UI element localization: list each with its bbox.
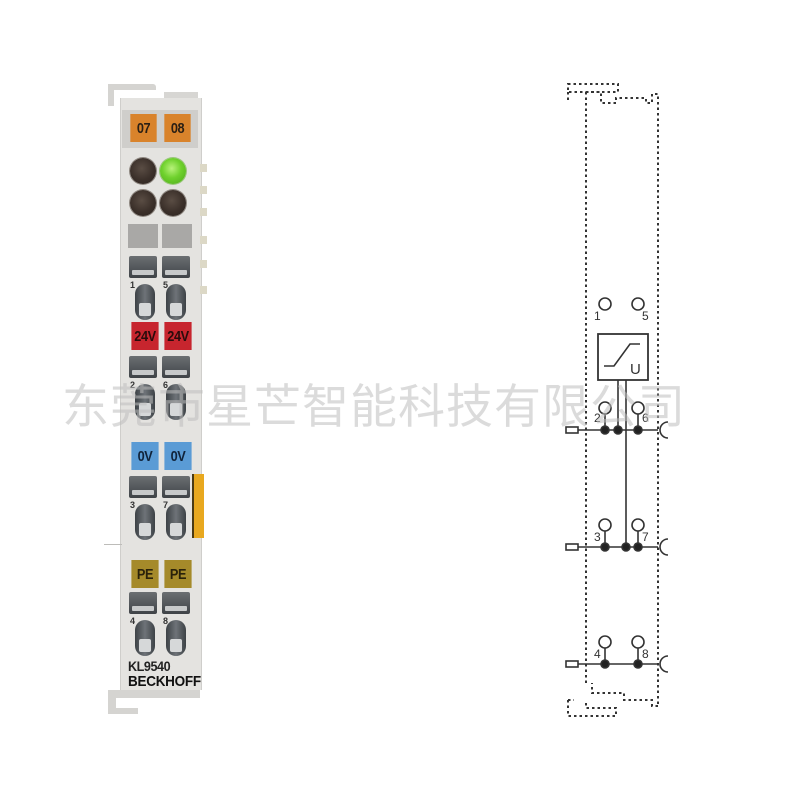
terminal-number-6: 6 bbox=[163, 380, 169, 390]
terminal-slot-6 bbox=[162, 356, 190, 378]
bus-row-2-6 bbox=[565, 401, 669, 439]
spring-lever-6[interactable] bbox=[166, 384, 186, 420]
housing-notch bbox=[104, 544, 122, 545]
bottom-rail-hook bbox=[108, 690, 200, 698]
side-contact-tab bbox=[200, 260, 207, 268]
side-contact-tab bbox=[200, 186, 207, 194]
schematic-terminal-4: 4 bbox=[594, 647, 601, 661]
terminal-slot-3 bbox=[129, 476, 157, 498]
housing-outline-top bbox=[567, 83, 619, 93]
schematic-terminal-8: 8 bbox=[642, 647, 649, 661]
bus-row-4-8 bbox=[565, 635, 669, 673]
blank-label-right bbox=[162, 224, 192, 248]
terminal-number-3: 3 bbox=[130, 500, 136, 510]
svg-text:U: U bbox=[630, 361, 641, 378]
bottom-rail-hook-leg bbox=[108, 690, 116, 712]
terminal-number-4: 4 bbox=[130, 616, 136, 626]
label-24v-right: 24V bbox=[164, 322, 192, 350]
spring-lever-1[interactable] bbox=[135, 284, 155, 320]
terminal-slot-1 bbox=[129, 256, 157, 278]
terminal-slot-8 bbox=[162, 592, 190, 614]
channel-label-07: 07 bbox=[130, 114, 157, 142]
terminal-slot-2 bbox=[129, 356, 157, 378]
label-pe-left: PE bbox=[131, 560, 159, 588]
terminal-slot-7 bbox=[162, 476, 190, 498]
terminal-number-1: 1 bbox=[130, 280, 136, 290]
led-indicator-top-left bbox=[130, 158, 156, 184]
terminal-slot-5 bbox=[162, 256, 190, 278]
led-indicator-bottom-right bbox=[160, 190, 186, 216]
led-indicator-bottom-left bbox=[130, 190, 156, 216]
terminal-number-5: 5 bbox=[163, 280, 169, 290]
side-contact-tab bbox=[200, 164, 207, 172]
spring-lever-2[interactable] bbox=[135, 384, 155, 420]
led-indicator-top-right-green bbox=[160, 158, 186, 184]
channel-label-08: 08 bbox=[164, 114, 191, 142]
top-rail-hook-leg bbox=[108, 84, 114, 106]
side-contact-tab bbox=[200, 236, 207, 244]
blank-label-left bbox=[128, 224, 158, 248]
bottom-rail-hook-foot bbox=[108, 708, 138, 714]
spring-lever-7[interactable] bbox=[166, 504, 186, 540]
label-pe-right: PE bbox=[164, 560, 192, 588]
schematic-terminal-3: 3 bbox=[594, 530, 601, 544]
label-0v-right: 0V bbox=[164, 442, 192, 470]
terminal-number-8: 8 bbox=[163, 616, 169, 626]
spring-lever-3[interactable] bbox=[135, 504, 155, 540]
side-contact-tab bbox=[200, 286, 207, 294]
terminals-1-5 bbox=[598, 297, 645, 311]
schematic-terminal-7: 7 bbox=[642, 530, 649, 544]
terminal-number-7: 7 bbox=[163, 500, 169, 510]
terminal-slot-4 bbox=[129, 592, 157, 614]
power-contact-yellow bbox=[192, 474, 204, 538]
schematic-terminal-6: 6 bbox=[642, 411, 649, 425]
dc-converter-symbol: U bbox=[597, 333, 649, 381]
label-24v-left: 24V bbox=[131, 322, 159, 350]
terminal-module: 07 08 1 5 24V 24V 2 6 0V bbox=[104, 84, 207, 720]
model-number: KL9540 bbox=[128, 658, 171, 674]
spring-lever-8[interactable] bbox=[166, 620, 186, 656]
bus-row-3-7 bbox=[565, 518, 669, 556]
schematic-terminal-1: 1 bbox=[594, 309, 601, 323]
top-rail-notch bbox=[164, 92, 198, 100]
top-rail-hook bbox=[108, 84, 156, 90]
label-0v-left: 0V bbox=[131, 442, 159, 470]
schematic-terminal-2: 2 bbox=[594, 411, 601, 425]
brand-name: BECKHOFF bbox=[128, 673, 201, 690]
terminal-number-2: 2 bbox=[130, 380, 136, 390]
spring-lever-4[interactable] bbox=[135, 620, 155, 656]
side-contact-tab bbox=[200, 208, 207, 216]
schematic-terminal-5: 5 bbox=[642, 309, 649, 323]
spring-lever-5[interactable] bbox=[166, 284, 186, 320]
